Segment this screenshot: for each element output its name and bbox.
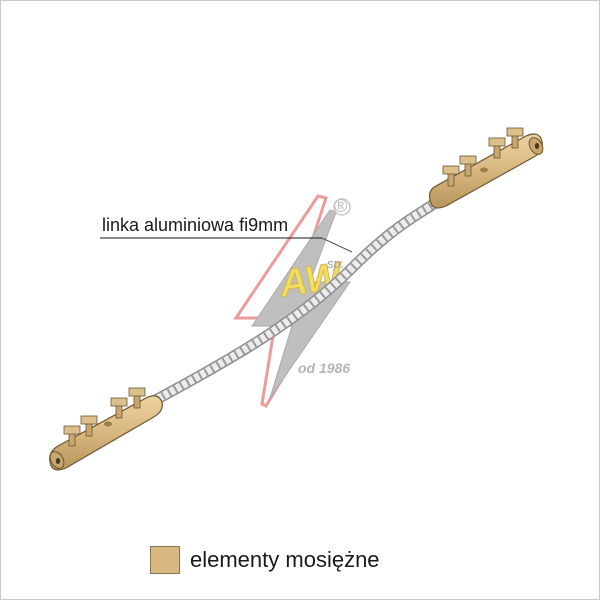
bolt-l2	[80, 415, 98, 437]
legend-swatch-brass	[150, 546, 180, 574]
watermark-bolt-red	[233, 194, 335, 408]
registered-mark: ®	[334, 196, 348, 216]
bolt-r4	[506, 127, 524, 149]
aluminium-cable	[144, 192, 448, 409]
bolt-l4	[128, 387, 146, 409]
watermark-suffix: sp.	[327, 256, 345, 271]
bolt-r3	[488, 137, 506, 159]
bolt-r2	[459, 155, 477, 177]
watermark-bolt-gray	[251, 209, 351, 399]
legend: elementy mosiężne	[150, 545, 380, 575]
watermark-since: od 1986	[298, 360, 351, 376]
cable-label: linka aluminiowa fi9mm	[102, 215, 289, 235]
bolt-l3	[110, 397, 128, 419]
brass-connector-right	[429, 127, 544, 209]
brass-connector-left	[49, 387, 163, 471]
bolt-r1	[442, 165, 460, 187]
legend-label: elementy mosiężne	[190, 547, 380, 572]
bolt-l1	[63, 425, 81, 447]
label-pointer-line	[321, 237, 353, 253]
registered-circle	[333, 198, 351, 216]
